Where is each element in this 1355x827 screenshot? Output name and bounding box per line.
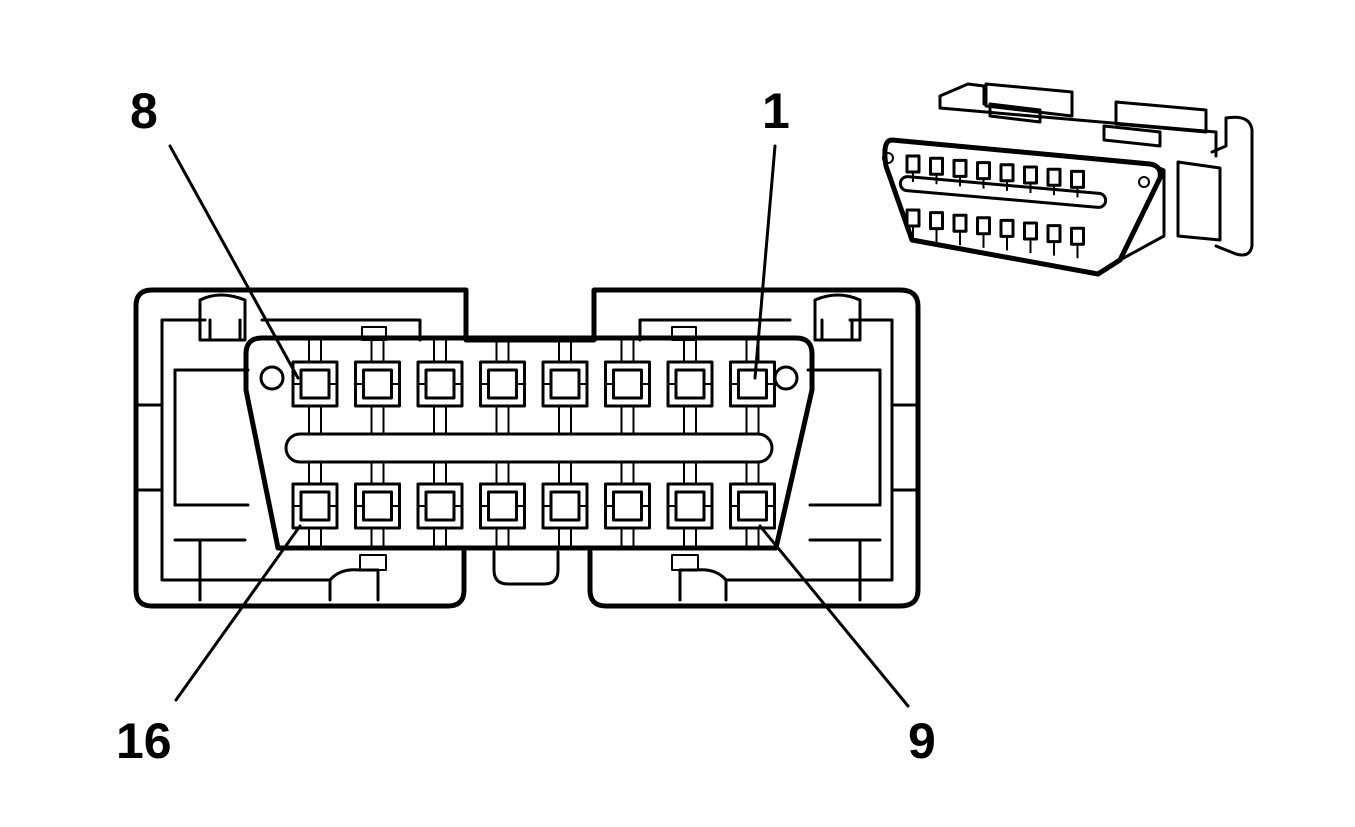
iso-pin-top [1023, 165, 1038, 193]
pin-6 [416, 340, 464, 434]
leader-line-pin-16 [174, 524, 302, 702]
leader-lines [168, 144, 910, 708]
leader-line-pin-8 [168, 144, 300, 380]
iso-pin-bottom [905, 208, 921, 240]
pin-2 [666, 340, 714, 434]
iso-pin-top [999, 163, 1015, 191]
iso-pin-top [952, 158, 968, 187]
pin-13 [479, 462, 526, 550]
iso-pin-top [1070, 169, 1085, 198]
iso-pin-bottom [1046, 224, 1062, 256]
pin-7 [354, 340, 401, 434]
connector-isometric-view [882, 82, 1254, 277]
pin-label-16: 16 [116, 713, 172, 769]
iso-pin-bottom [976, 216, 991, 248]
leader-line-pin-1 [753, 144, 777, 380]
pin-1 [729, 340, 776, 434]
pin-10 [666, 462, 714, 550]
alignment-hole-left [259, 365, 285, 391]
pin-11 [604, 462, 651, 550]
connector-housing [133, 287, 921, 609]
pin-8 [291, 340, 339, 434]
iso-pin-bottom [929, 211, 944, 243]
alignment-hole-right [773, 365, 799, 391]
iso-pin-bottom [999, 218, 1015, 251]
leader-line-pin-9 [758, 524, 910, 708]
pin-12 [541, 462, 589, 550]
pin-15 [354, 462, 401, 550]
pin-row-top [291, 340, 776, 434]
pin-row-bottom [291, 462, 776, 550]
connector-face [243, 335, 815, 551]
iso-pin-top [929, 156, 944, 185]
pin-3 [604, 340, 651, 434]
pin-14 [416, 462, 464, 550]
iso-pin-top [905, 154, 921, 182]
iso-pin-bottom [952, 213, 968, 246]
iso-pin-bottom [1023, 221, 1038, 253]
iso-pin-top [1046, 167, 1062, 196]
iso-pin-top [976, 161, 991, 189]
isometric-pins [905, 154, 1085, 259]
pin-5 [479, 340, 526, 434]
iso-pin-bottom [1070, 226, 1085, 259]
pin-label-9: 9 [908, 713, 936, 769]
pin-16 [291, 462, 339, 550]
center-separator [284, 432, 774, 464]
pin-label-8: 8 [130, 83, 158, 139]
pin-9 [729, 462, 776, 550]
pin-label-1: 1 [762, 83, 790, 139]
pin-4 [541, 340, 589, 434]
